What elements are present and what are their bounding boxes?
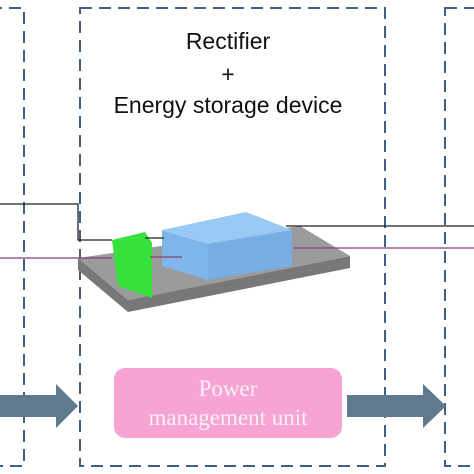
storage-block-side — [208, 230, 292, 280]
pmu-label-line-1: Power — [198, 376, 258, 401]
pmu-label-line-2: management unit — [148, 405, 308, 430]
title-plus: + — [221, 61, 235, 87]
wire-black-left — [0, 203, 112, 241]
arrow-right — [347, 384, 446, 428]
right-module-border — [444, 7, 474, 467]
storage-block-front — [162, 230, 208, 280]
center-module-border — [79, 7, 386, 467]
rectifier-block — [112, 232, 152, 298]
arrow-left — [0, 384, 78, 428]
power-management-unit-box: Power management unit — [114, 368, 342, 438]
title-energy-storage-device: Energy storage device — [113, 92, 343, 118]
storage-block-top — [162, 212, 292, 244]
title-rectifier: Rectifier — [185, 28, 271, 54]
substrate-side — [78, 256, 350, 312]
